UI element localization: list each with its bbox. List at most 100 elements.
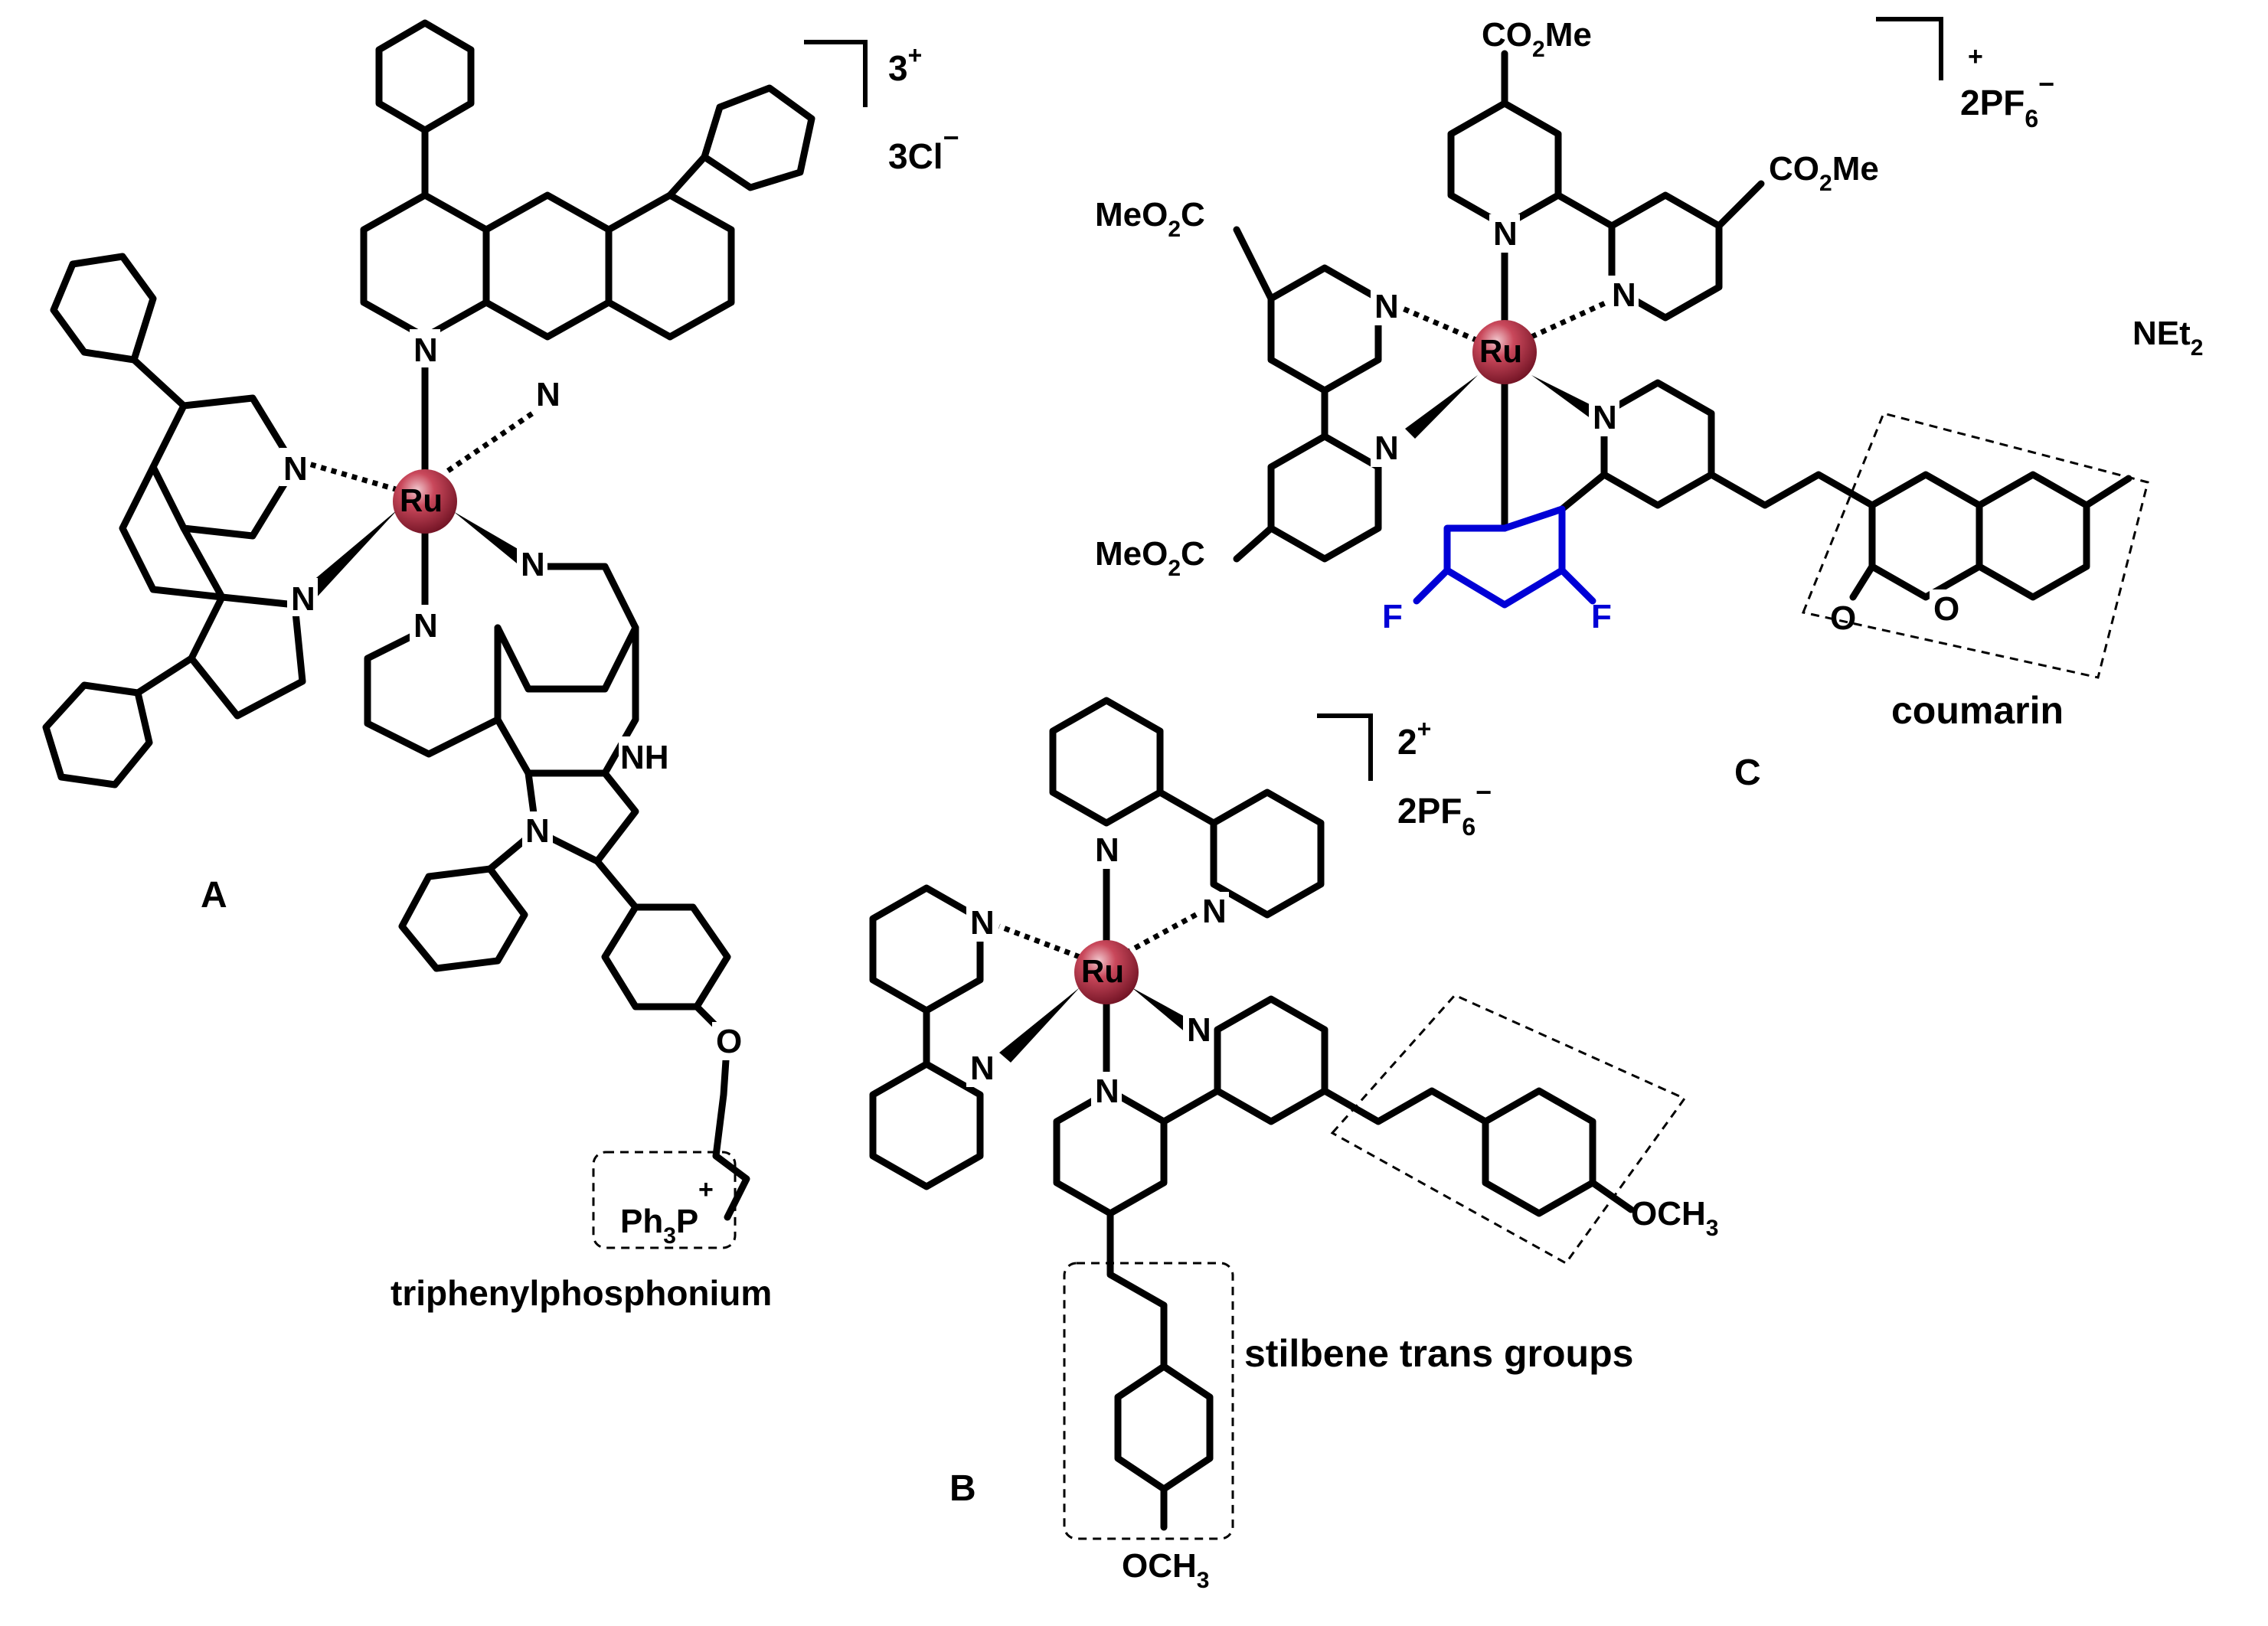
phenyl-link [134, 655, 195, 697]
highlight-label-b: stilbene trans groups [1244, 1332, 1633, 1375]
methoxy-group: OCH3 [1122, 1547, 1209, 1593]
fluorine-atom: F [1591, 598, 1612, 635]
ru-n-hashed-bond [1396, 303, 1479, 344]
ester-group: CO2Me [1482, 16, 1592, 62]
phenyl-link [130, 356, 188, 410]
ru-n-hashed-bond [998, 923, 1081, 960]
benzo-ring [1976, 471, 2090, 601]
n-atom: N [413, 331, 438, 369]
ru-n-wedge-bond [1531, 375, 1600, 421]
trans-vinyl [1106, 1210, 1168, 1370]
bipy-bond [1160, 1087, 1221, 1125]
phenyl-ring [42, 681, 153, 789]
bipy-bond [1554, 191, 1616, 230]
methoxy-group: OCH3 [1631, 1195, 1718, 1241]
phenyl-ring [375, 19, 475, 134]
pyridine-ring [1267, 433, 1382, 563]
phenylene-ring [601, 903, 731, 1011]
charge-bracket-c [1876, 17, 1943, 80]
phen-ring [360, 191, 490, 341]
ru-n-hashed-bond [446, 403, 545, 473]
phen-ring [605, 191, 735, 341]
ru-n-wedge-bond [1405, 375, 1478, 439]
n-atom: N [1493, 215, 1518, 253]
ester-link [1715, 180, 1765, 230]
pyridine-ring [1600, 379, 1715, 509]
counterion-c: 2PF6− [1960, 68, 2054, 132]
ru-n-wedge-bond [1132, 988, 1194, 1033]
pyranone-ring [1868, 471, 1983, 601]
ru-n-wedge-bond [453, 511, 528, 566]
compound-letter-c: C [1734, 753, 1761, 793]
phenyl-ring [1114, 1363, 1214, 1493]
compound-c [1233, 50, 2132, 609]
n-atom: N [413, 607, 438, 645]
n-atom: N [1095, 1073, 1119, 1110]
charge-bracket-a [804, 40, 868, 107]
ester-group: MeO2C [1095, 196, 1205, 242]
trans-vinyl [1708, 471, 1876, 509]
charge-b: 2+ [1397, 715, 1431, 762]
carbonyl-o-atom: O [1830, 599, 1856, 637]
pyridine-ring [869, 884, 984, 1014]
phen-ring [494, 563, 639, 693]
compound-letter-a: A [201, 875, 227, 916]
n-atom: N [1095, 831, 1119, 869]
amine-group: NEt2 [2132, 315, 2203, 361]
ester-link [1233, 524, 1275, 563]
phosphonium-charge: + [698, 1175, 714, 1204]
n-atom: N [1374, 429, 1399, 467]
counterion-a: 3Cl− [888, 122, 959, 176]
pyridine-ring [1214, 995, 1328, 1125]
n-atom: N [1187, 1011, 1211, 1049]
ester-group: MeO2C [1095, 535, 1205, 581]
phosphonium-group: Ph3P [620, 1203, 698, 1249]
n-atom: N [1202, 893, 1227, 930]
aryl-link [593, 857, 639, 911]
compound-b [869, 697, 1635, 1531]
pyridine-ring [1049, 697, 1164, 827]
n-atom: N [970, 904, 995, 942]
ru-atom-b [1074, 940, 1139, 1004]
ru-label-b: Ru [1081, 953, 1124, 989]
phen-ring [149, 394, 299, 540]
n-atom: N [1593, 399, 1617, 436]
pyridine-ring [1447, 100, 1562, 230]
coumarin-highlight-box [1801, 412, 2149, 679]
nh-atom: NH [620, 739, 669, 776]
phen-ring [119, 463, 226, 601]
ester-group: CO2Me [1769, 150, 1879, 196]
o-atom: O [716, 1023, 742, 1060]
aryl-pyridine-bond [1558, 471, 1608, 513]
bipy-bond [1156, 789, 1217, 827]
phenyl-ring [1482, 1087, 1596, 1217]
n-atom: N [536, 376, 560, 413]
phosphonium-highlight-box [592, 1151, 737, 1249]
pyridine-ring [1210, 789, 1325, 919]
ring-o-atom: O [1933, 590, 1959, 628]
n-atom: N [291, 580, 315, 618]
phenyl-ring [398, 865, 528, 972]
compound-letter-b: B [949, 1468, 976, 1509]
ru-atom-a [393, 469, 457, 534]
phen-ring [364, 624, 502, 758]
ru-label-a: Ru [400, 482, 443, 518]
c-f-bond [1558, 566, 1596, 605]
pyridine-ring [1267, 264, 1382, 394]
highlight-label-a: triphenylphosphonium [391, 1273, 772, 1313]
highlight-label-c: coumarin [1891, 689, 2064, 732]
charge-a: 3+ [888, 41, 922, 88]
charge-bracket-b [1317, 713, 1373, 781]
difluorophenyl-ring [1443, 505, 1566, 609]
pyridine-ring [869, 1060, 984, 1190]
counterion-b: 2PF6− [1397, 776, 1492, 841]
phenyl-ring [701, 84, 815, 191]
ru-n-hashed-bond [306, 460, 399, 493]
n-atom: N [1612, 276, 1636, 314]
ru-n-wedge-bond [999, 988, 1080, 1063]
n-atom: N [1374, 288, 1399, 325]
methoxy-link [1589, 1179, 1635, 1213]
n-atom: N [970, 1050, 995, 1087]
amine-link [2083, 475, 2132, 509]
